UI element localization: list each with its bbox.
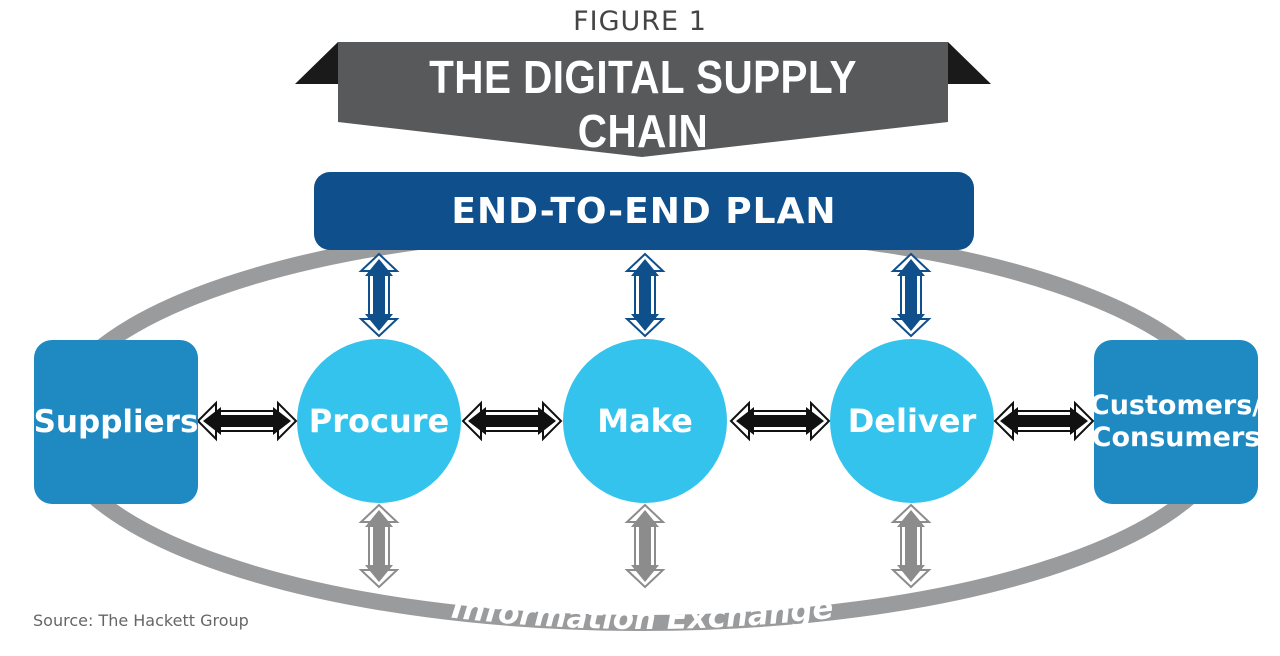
information-exchange-label: Information Exchange	[450, 590, 835, 637]
procure-label: Procure	[308, 402, 450, 440]
arrow-procure-make	[468, 407, 556, 435]
customers-label-line2: Consumers	[1091, 422, 1261, 453]
make-label: Make	[597, 402, 693, 440]
arrow-deliver-info	[897, 510, 925, 582]
suppliers-label: Suppliers	[33, 404, 199, 440]
arrow-procure-info	[365, 510, 393, 582]
end-to-end-plan-bar: END-TO-END PLAN	[314, 172, 974, 250]
arrow-plan-deliver	[897, 259, 925, 331]
figure-label: FIGURE 1	[573, 6, 707, 37]
procure-circle: Procure	[297, 339, 461, 503]
suppliers-box: Suppliers	[34, 340, 198, 504]
arrow-plan-make	[631, 259, 659, 331]
arrow-deliver-customers	[1000, 407, 1088, 435]
make-circle: Make	[563, 339, 727, 503]
customers-label-line1: Customers/	[1089, 390, 1263, 421]
arrow-suppliers-procure	[203, 407, 291, 435]
plan-label: END-TO-END PLAN	[451, 190, 837, 232]
arrow-plan-procure	[365, 259, 393, 331]
customers-box: Customers/ Consumers	[1090, 340, 1262, 504]
arrow-make-info	[631, 510, 659, 582]
source-note: Source: The Hackett Group	[33, 611, 249, 630]
diagram-title: THE DIGITAL SUPPLY CHAIN	[429, 51, 857, 157]
title-banner	[295, 42, 991, 157]
deliver-label: Deliver	[847, 402, 977, 440]
deliver-circle: Deliver	[830, 339, 994, 503]
arrow-make-deliver	[736, 407, 824, 435]
